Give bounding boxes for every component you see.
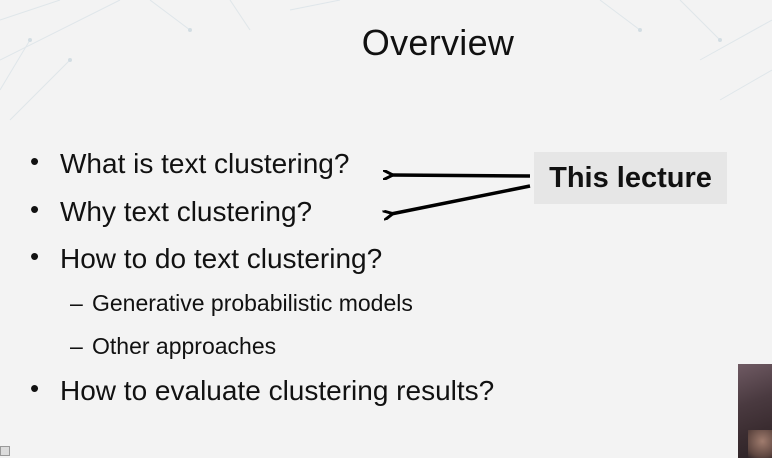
bullet-text: How to do text clustering? <box>60 243 383 274</box>
bullet-text: What is text clustering? <box>60 148 350 179</box>
bullet-dot-icon: • <box>30 146 40 176</box>
webcam-face-highlight <box>748 430 772 458</box>
slide-title: Overview <box>361 22 515 63</box>
bullet-text: How to evaluate clustering results? <box>60 375 495 406</box>
bullet-text: Why text clustering? <box>60 196 313 227</box>
sub-bullet-text: Other approaches <box>92 333 277 359</box>
sub-bullet-dash-icon: – <box>70 333 83 359</box>
sub-bullet-text: Generative probabilistic models <box>92 290 413 316</box>
bullet-dot-icon: • <box>30 194 40 224</box>
corner-control-icon[interactable] <box>0 446 10 456</box>
arrow-to-second-bullet <box>391 184 531 214</box>
bullet-dot-icon: • <box>30 373 40 403</box>
sub-bullet-dash-icon: – <box>70 290 83 316</box>
this-lecture-callout: This lecture <box>534 152 727 204</box>
bullet-dot-icon: • <box>30 241 40 271</box>
arrow-to-first-bullet <box>391 175 531 176</box>
